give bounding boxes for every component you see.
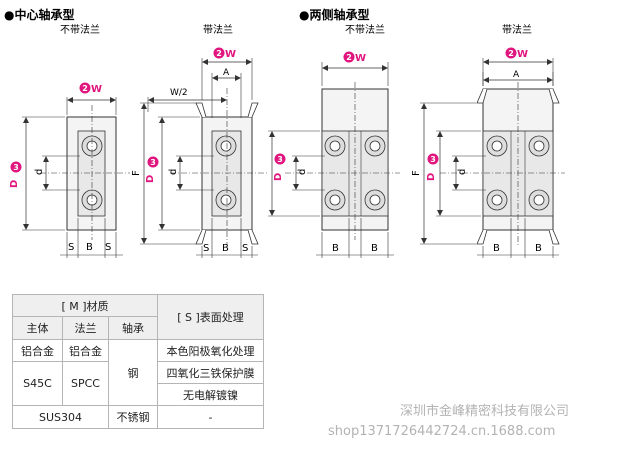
material-header: [ M ]材质 <box>12 294 158 317</box>
col-bearing-header: 轴承 <box>108 316 158 340</box>
svg-text:D: D <box>9 180 20 188</box>
cell-surface: - <box>157 405 264 429</box>
svg-text:3: 3 <box>13 163 19 172</box>
svg-text:D: D <box>426 173 437 181</box>
col-flange-header: 法兰 <box>62 316 109 340</box>
both-no-flange-label: 不带法兰 <box>345 23 385 36</box>
svg-text:2: 2 <box>508 49 514 58</box>
watermark-shop-url: shop1371726442724.cn.1688.com <box>328 424 556 439</box>
svg-text:S: S <box>203 243 209 254</box>
cell-flange: 铝合金 <box>62 339 109 362</box>
center-no-flange-label: 不带法兰 <box>60 23 100 36</box>
svg-text:3: 3 <box>430 155 436 164</box>
surface-header: [ S ]表面处理 <box>157 294 264 340</box>
svg-text:B: B <box>222 243 229 254</box>
w-callout-badge <box>343 51 355 63</box>
svg-text:S: S <box>105 242 111 253</box>
cell-surface: 本色阳极氧化处理 <box>157 339 264 362</box>
w-callout-badge <box>213 47 225 59</box>
svg-text:d: d <box>168 169 179 175</box>
d-callout-badge <box>10 161 22 173</box>
diagram-center-with-flange: 2 W A W/2 F 3 D d S B S <box>131 47 268 258</box>
cell-body: S45C <box>12 361 63 406</box>
svg-text:F: F <box>131 170 142 176</box>
svg-text:B: B <box>332 243 339 254</box>
d-callout-badge <box>274 153 286 165</box>
w-callout-badge <box>505 47 517 59</box>
cell-bearing-steel: 钢 <box>108 339 158 406</box>
cell-body: 铝合金 <box>12 339 63 362</box>
both-with-flange-label: 带法兰 <box>502 23 532 36</box>
d-callout-badge <box>427 153 439 165</box>
svg-text:S: S <box>242 243 248 254</box>
center-with-flange-label: 带法兰 <box>203 23 233 36</box>
svg-text:F: F <box>411 170 422 176</box>
svg-text:2: 2 <box>216 49 222 58</box>
cell-surface: 无电解镀镍 <box>157 383 264 406</box>
diagram-both-with-flange: 2 W A F 3 D d B B <box>411 47 565 258</box>
svg-text:S: S <box>68 242 74 253</box>
diagram-both-no-flange: 2 W 3 D d B B <box>268 51 400 258</box>
svg-text:W: W <box>517 49 528 60</box>
cell-flange: SPCC <box>62 361 109 406</box>
svg-text:2: 2 <box>346 53 352 62</box>
cell-bearing: 不锈钢 <box>108 405 158 429</box>
svg-text:W: W <box>91 84 102 95</box>
svg-text:A: A <box>223 68 230 78</box>
svg-text:3: 3 <box>150 158 156 167</box>
diagram-center-no-flange: 2 W 3 D d S B S <box>9 82 130 258</box>
svg-text:D: D <box>273 173 284 181</box>
d-callout-badge <box>147 156 159 168</box>
cell-body-flange: SUS304 <box>12 405 109 429</box>
svg-text:D: D <box>145 175 156 183</box>
svg-text:A: A <box>513 70 520 80</box>
col-body-header: 主体 <box>12 316 63 340</box>
svg-text:B: B <box>86 242 93 253</box>
svg-text:W: W <box>355 53 366 64</box>
svg-text:d: d <box>297 169 308 175</box>
svg-text:B: B <box>535 243 542 254</box>
w-callout-badge <box>79 82 91 94</box>
svg-text:B: B <box>371 243 378 254</box>
svg-text:d: d <box>457 169 468 175</box>
spec-table: [ M ]材质 [ S ]表面处理 主体 法兰 轴承 铝合金 铝合金 钢 本色阳… <box>12 294 264 429</box>
watermark-company: 深圳市金峰精密科技有限公司 <box>400 404 570 419</box>
svg-text:B: B <box>493 243 500 254</box>
svg-text:d: d <box>34 169 45 175</box>
center-type-title: ●中心轴承型 <box>4 7 74 22</box>
cell-surface: 四氧化三铁保护膜 <box>157 361 264 384</box>
technical-drawing: ●中心轴承型 不带法兰 带法兰 ●两侧轴承型 不带法兰 带法兰 2 W 3 D … <box>4 7 565 258</box>
svg-text:2: 2 <box>82 84 88 93</box>
both-type-title: ●两侧轴承型 <box>299 7 369 22</box>
svg-text:W/2: W/2 <box>170 88 188 98</box>
svg-text:3: 3 <box>277 155 283 164</box>
svg-text:W: W <box>225 49 236 60</box>
